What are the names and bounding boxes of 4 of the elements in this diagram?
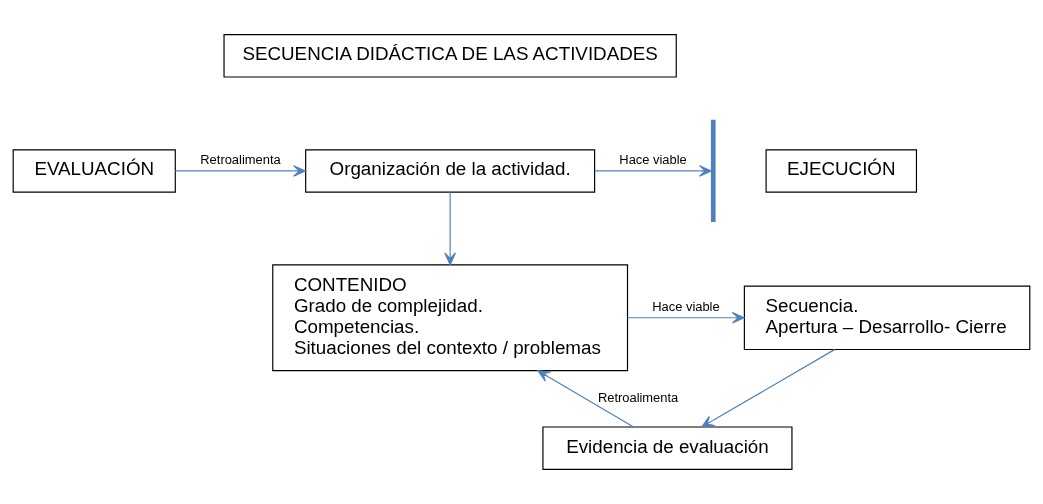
edge-label: Hace viable [652,298,720,314]
edge-label: Retroalimenta [200,151,281,167]
edge-label: Retroalimenta [597,390,679,406]
edge-label: Hace viable [619,151,687,167]
